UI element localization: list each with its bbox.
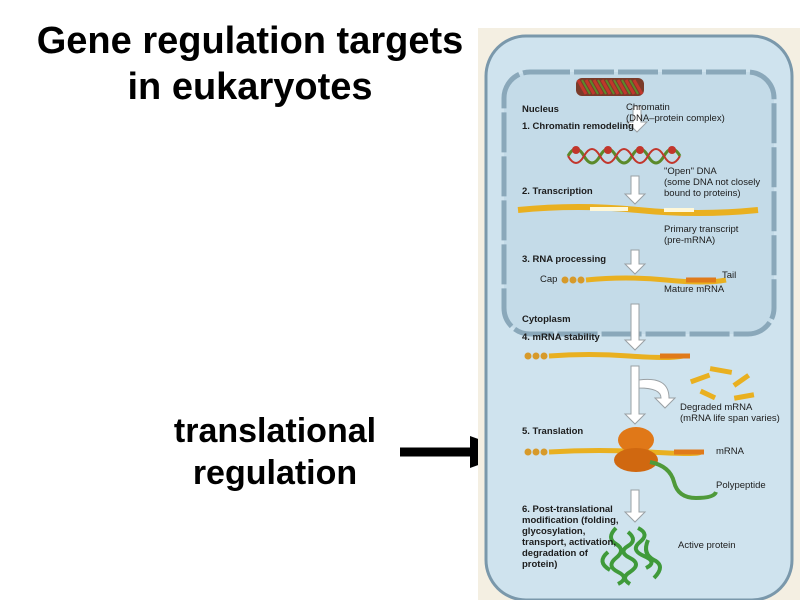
step5-label: 5. Translation [522, 426, 584, 437]
figure-graphics [484, 34, 794, 600]
open-dna-label: "Open" DNA (some DNA not closely bound t… [664, 166, 761, 199]
gene-expression-figure: Nucleus Chromatin (DNA–protein complex) … [478, 28, 800, 600]
step4-label: 4. mRNA stability [522, 332, 600, 343]
mrna-label: mRNA [716, 446, 744, 457]
translational-regulation-callout: translational regulation [173, 412, 377, 492]
primary-transcript [517, 204, 759, 216]
cytoplasm-label: Cytoplasm [522, 314, 571, 325]
active-protein [600, 526, 662, 586]
step2-label: 2. Transcription [522, 186, 593, 197]
mature-mrna-label: Mature mRNA [664, 284, 725, 295]
tail-label: Tail [722, 270, 737, 281]
ribosome [614, 427, 658, 472]
degraded-mrna-fragments [689, 366, 755, 401]
mature-mrna [561, 275, 727, 285]
degraded-mrna-label: Degraded mRNA (mRNA life span varies) [680, 402, 780, 424]
step3-label: 3. RNA processing [522, 254, 607, 265]
chromatin-coil [576, 78, 644, 96]
step1-label: 1. Chromatin remodeling [522, 121, 634, 132]
polypeptide-label: Polypeptide [716, 480, 766, 491]
nucleus-label: Nucleus [522, 104, 559, 115]
polypeptide-chain [649, 460, 718, 501]
flow-arrows [623, 105, 677, 523]
primary-transcript-label: Primary transcript (pre-mRNA) [664, 224, 739, 246]
cap-label: Cap [540, 274, 558, 285]
open-dna [566, 146, 682, 165]
active-protein-label: Active protein [678, 540, 736, 551]
slide-title: Gene regulation targets in eukaryotes [36, 20, 464, 108]
step6-label: 6. Post-translational modification (fold… [522, 504, 619, 570]
stable-mrna [524, 352, 690, 360]
chromatin-label: Chromatin (DNA–protein complex) [626, 102, 725, 124]
